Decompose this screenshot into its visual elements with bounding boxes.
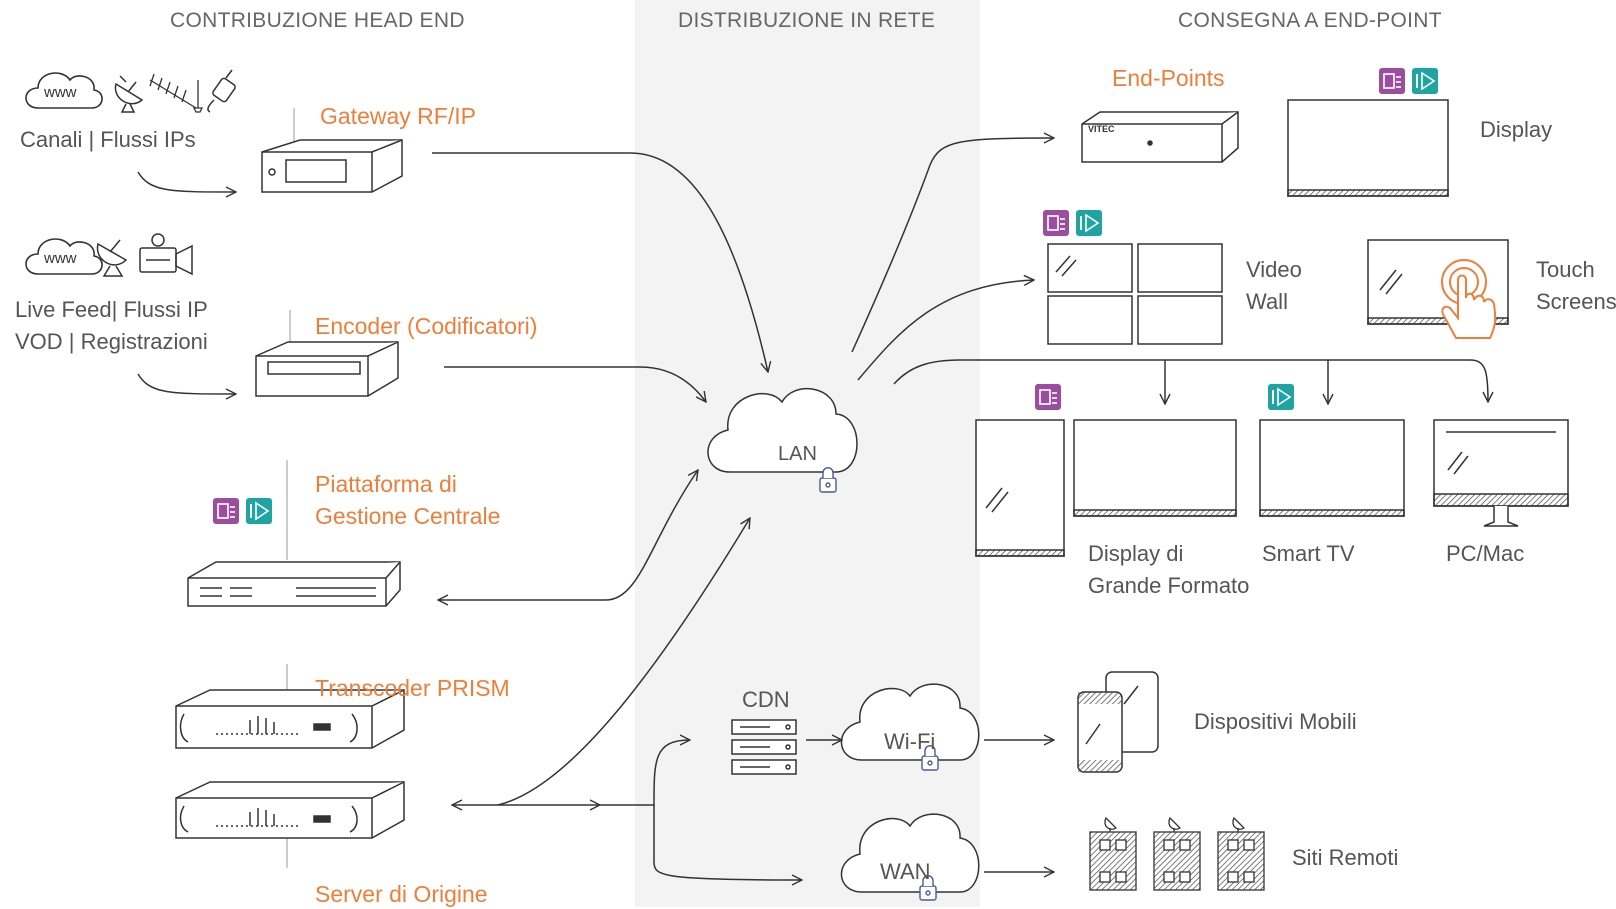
vitec-brand-label: VITEC <box>1088 124 1115 134</box>
mobile-devices-icon <box>1077 671 1159 773</box>
www-cloud-icon-1 <box>25 72 103 109</box>
platform-label-line1: Piattaforma di <box>315 471 457 497</box>
arrow-sources2-encoder <box>137 373 236 394</box>
display-badges <box>1379 68 1438 94</box>
video-camera-icon <box>139 233 193 276</box>
wan-label: WAN <box>880 859 931 884</box>
www-label-1: www <box>44 84 77 101</box>
lan-cloud-icon <box>707 387 858 473</box>
wan-lock-icon <box>919 875 937 901</box>
remote-sites-icon <box>1089 816 1265 891</box>
large-format-display-icon <box>975 419 1237 557</box>
display-label: Display <box>1480 117 1553 142</box>
video-wall-label-line1: Video <box>1246 257 1302 282</box>
gateway-label: Gateway RF/IP <box>320 103 476 129</box>
www-cloud-icon-2 <box>25 238 103 275</box>
pc-mac-label: PC/Mac <box>1446 541 1525 566</box>
smart-tv-label: Smart TV <box>1262 541 1355 566</box>
encoder-device-icon <box>255 310 399 397</box>
sources-1-label: Canali | Flussi IPs <box>20 127 196 152</box>
arrow-lan-videowall <box>857 280 1034 381</box>
arrow-lan-displays <box>893 359 1488 402</box>
mobile-devices-label: Dispositivi Mobili <box>1194 709 1357 734</box>
www-label-2: www <box>44 250 77 267</box>
transcoder-label: Transcoder PRISM <box>315 675 510 701</box>
satellite-dish-icon <box>114 75 144 113</box>
arrow-branch-cdn <box>600 740 690 806</box>
wifi-cloud-icon <box>840 683 980 761</box>
signage-badge-icon <box>246 498 272 524</box>
transcoder-rack-icon <box>175 664 405 749</box>
arrow-origin-lan <box>452 518 750 805</box>
satellite-dish-icon-2 <box>96 239 128 277</box>
pc-mac-icon <box>1433 419 1569 527</box>
sources-2-line2: VOD | Registrazioni <box>15 329 208 354</box>
gateway-device-icon <box>261 108 403 193</box>
wifi-lock-icon <box>921 745 939 771</box>
platform-label-line2: Gestione Centrale <box>315 503 501 529</box>
cdn-server-stack-icon <box>731 719 797 775</box>
arrow-gateway-lan <box>432 152 768 372</box>
arrow-encoder-lan <box>444 366 706 402</box>
touch-screens-label-line1: Touch <box>1536 257 1595 282</box>
lan-lock-icon <box>819 467 837 493</box>
cdn-label: CDN <box>742 687 790 712</box>
connectors <box>137 138 1488 880</box>
vitec-endpoint-box-icon <box>1081 111 1239 163</box>
ethernet-plug-icon <box>207 69 236 113</box>
display-screen-icon <box>1287 99 1449 197</box>
wifi-label: Wi-Fi <box>884 729 936 754</box>
endpoints-label: End-Points <box>1112 65 1225 91</box>
sources-2-line1: Live Feed| Flussi IP <box>15 297 208 322</box>
touch-screens-label-line2: Screens <box>1536 289 1616 314</box>
platform-device-icon <box>187 460 401 607</box>
lan-label: LAN <box>778 443 817 465</box>
column-head-end-title: CONTRIBUZIONE HEAD END <box>170 9 465 32</box>
arrow-sources1-gateway <box>137 171 236 192</box>
large-display-label-line2: Grande Formato <box>1088 573 1250 598</box>
video-wall-label-line2: Wall <box>1246 289 1288 314</box>
origin-server-rack-icon <box>175 781 405 868</box>
remote-sites-label: Siti Remoti <box>1292 845 1399 870</box>
touch-hand-icon <box>1441 259 1497 339</box>
video-wall-icon <box>1047 243 1223 345</box>
encoder-label: Encoder (Codificatori) <box>315 313 538 339</box>
arrow-lan-endpoints <box>851 138 1054 353</box>
large-display-label-line1: Display di <box>1088 541 1184 566</box>
smart-tv-badge <box>1268 384 1294 410</box>
column-network-title: DISTRIBUZIONE IN RETE <box>678 9 936 32</box>
smart-tv-icon <box>1259 419 1405 517</box>
column-endpoint-title: CONSEGNA A END-POINT <box>1178 9 1442 32</box>
media-player-badge-icon <box>213 498 239 524</box>
wan-cloud-icon <box>840 813 980 893</box>
antenna-icon <box>149 73 204 113</box>
large-display-badge <box>1035 384 1061 410</box>
arrow-branch-wan <box>653 805 802 880</box>
video-wall-badges <box>1043 210 1102 236</box>
origin-server-label: Server di Origine <box>315 881 488 907</box>
